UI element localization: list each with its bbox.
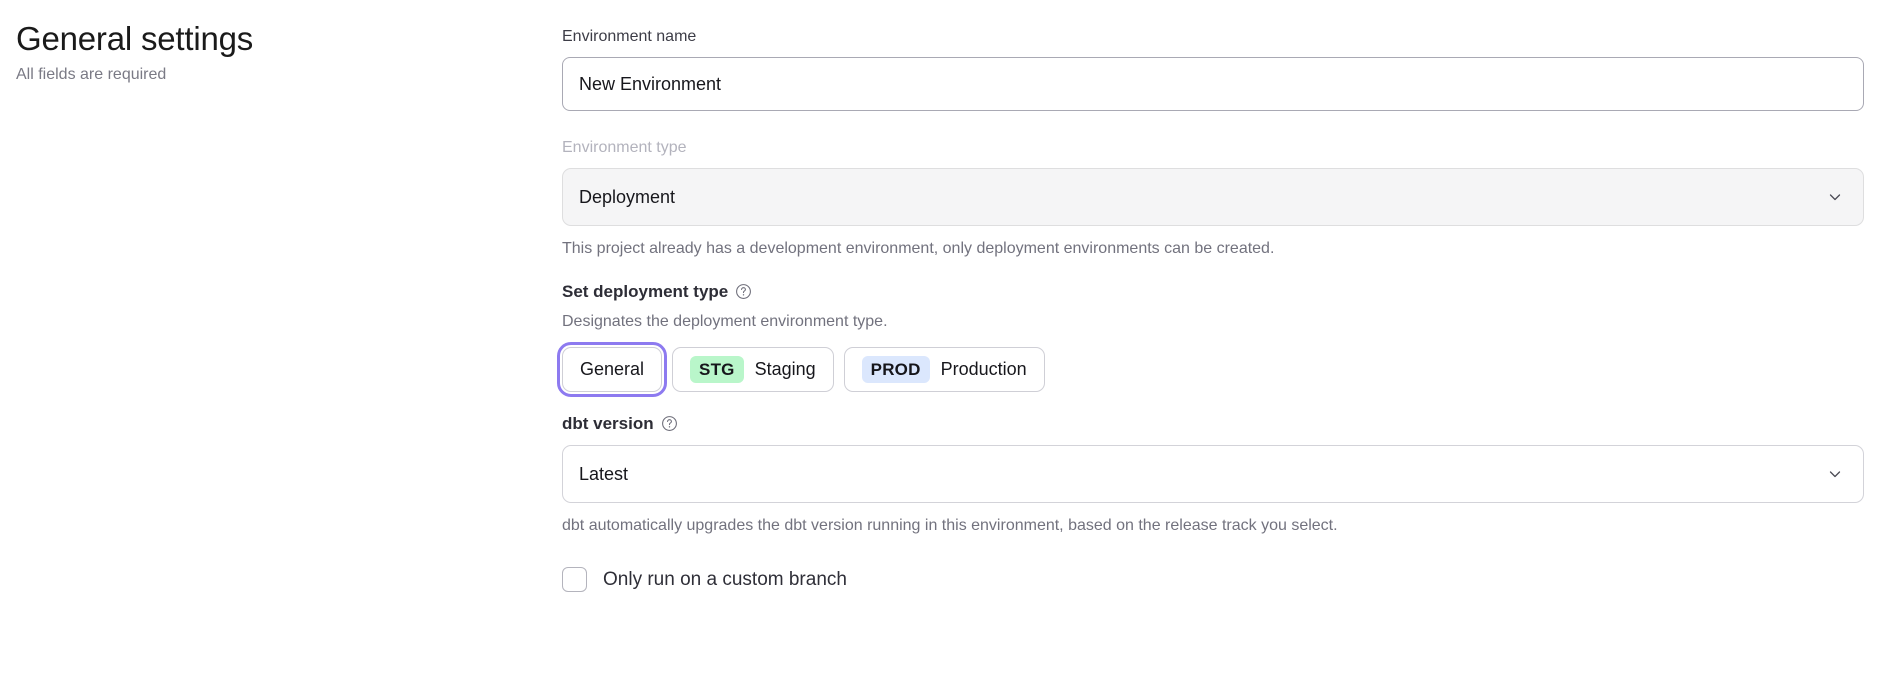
- environment-type-field-group: Environment type Deployment This project…: [562, 137, 1864, 260]
- deployment-type-option-production-label: Production: [940, 359, 1027, 379]
- question-circle-icon[interactable]: [735, 283, 752, 300]
- settings-intro-column: General settings All fields are required: [16, 18, 516, 86]
- dbt-version-heading-row: dbt version: [562, 412, 1864, 435]
- deployment-type-option-general[interactable]: General: [556, 342, 668, 397]
- custom-branch-row[interactable]: Only run on a custom branch: [562, 567, 1864, 592]
- chevron-down-icon: [1827, 189, 1843, 205]
- environment-type-label: Environment type: [562, 139, 687, 156]
- dbt-version-field-group: dbt version Latest dbt automatica: [562, 412, 1864, 537]
- dbt-version-helper-text: dbt automatically upgrades the dbt versi…: [562, 517, 1338, 534]
- custom-branch-label[interactable]: Only run on a custom branch: [603, 568, 847, 590]
- dbt-version-label: dbt version: [562, 414, 654, 433]
- environment-type-select[interactable]: Deployment: [562, 168, 1864, 226]
- environment-type-helper-text: This project already has a development e…: [562, 240, 1275, 257]
- deployment-type-heading-row: Set deployment type: [562, 280, 1864, 303]
- custom-branch-checkbox[interactable]: [562, 567, 587, 592]
- deployment-type-description: Designates the deployment environment ty…: [562, 313, 888, 330]
- environment-type-value: Deployment: [579, 186, 676, 207]
- question-circle-icon[interactable]: [661, 415, 678, 432]
- environment-name-field-group: Environment name New Environment: [562, 26, 1864, 111]
- dbt-version-value: Latest: [579, 463, 629, 484]
- staging-badge: STG: [690, 356, 744, 383]
- page-title: General settings: [16, 20, 254, 57]
- page-subtitle: All fields are required: [16, 66, 167, 83]
- deployment-type-heading: Set deployment type: [562, 282, 729, 301]
- deployment-type-field-group: Set deployment type Designates the deplo…: [556, 280, 1864, 397]
- dbt-version-select[interactable]: Latest: [562, 445, 1864, 503]
- chevron-down-icon: [1827, 466, 1843, 482]
- deployment-type-option-general-label: General: [580, 359, 645, 379]
- production-badge: PROD: [861, 356, 930, 383]
- environment-name-input[interactable]: New Environment: [562, 57, 1864, 111]
- settings-form-column: Environment name New Environment Environ…: [556, 26, 1864, 592]
- deployment-type-option-staging[interactable]: STG Staging: [672, 347, 834, 392]
- deployment-type-option-row: General STG Staging PROD Production: [556, 342, 1864, 397]
- deployment-type-option-staging-label: Staging: [754, 359, 816, 379]
- environment-name-value: New Environment: [579, 73, 722, 94]
- deployment-type-option-production[interactable]: PROD Production: [843, 347, 1045, 392]
- environment-name-label: Environment name: [562, 28, 697, 45]
